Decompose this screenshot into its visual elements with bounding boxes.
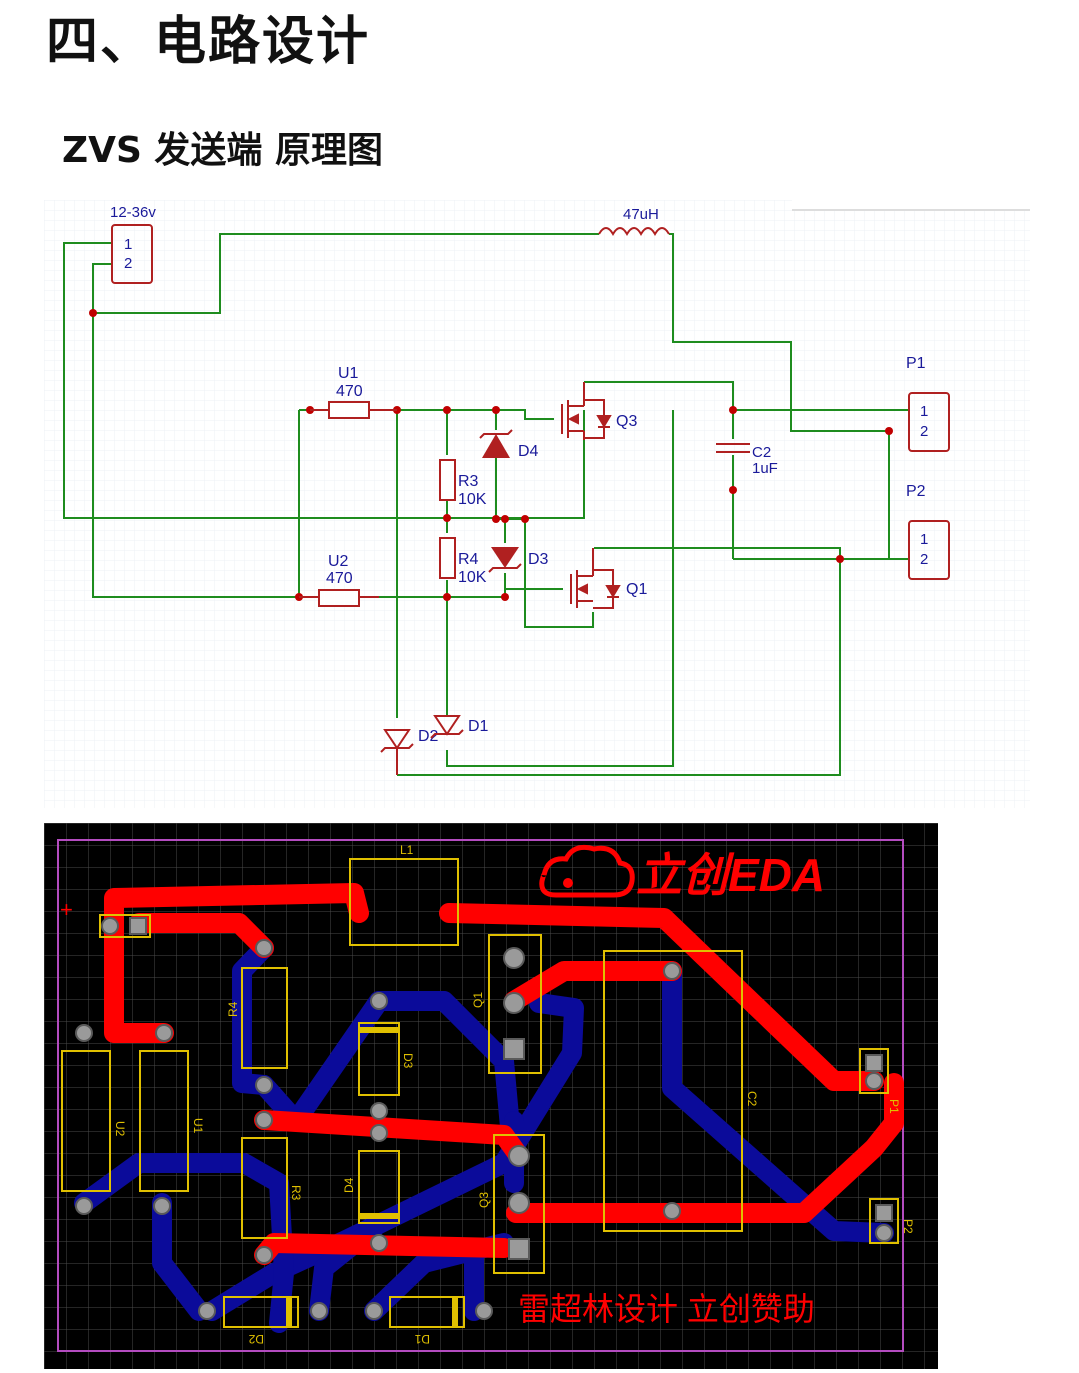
inductor-value: 47uH [623,206,659,223]
q3-label: Q3 [616,413,637,430]
pcb-layout: L1 Q1 D3 C2 P1 R4 U2 U1 R3 D4 Q3 P2 D2 D… [44,823,938,1369]
diode-d1: D1 [430,715,489,739]
silk-q3 [493,1134,545,1274]
mosfet-q1: Q1 [570,548,647,609]
silk-l1 [349,858,459,946]
silk-label-p2: P2 [901,1219,915,1234]
inductor-l1: 47uH [598,206,670,236]
silk-label-p1: P1 [887,1099,901,1114]
power-pin-1-label: 1 [124,236,132,253]
silk-label-c2: C2 [745,1091,759,1107]
silk-r4 [241,967,288,1069]
designer-credit: 雷超林设计 立创赞助 [518,1291,815,1327]
silk-q1 [488,934,542,1074]
power-connector: 12-36v 1 2 [110,204,156,284]
silk-d1 [389,1296,465,1328]
schematic-diagram: 12-36v 1 2 47uH U1 470 U2 470 R3 10K R4 … [44,200,1030,808]
zener-d4: D4 [479,429,539,460]
capacitor-c2: C2 1uF [716,443,778,477]
connector-p2: P2 1 2 [906,483,950,580]
silk-d3 [358,1022,400,1096]
p2-label: P2 [906,483,926,500]
pcb-pads [75,917,893,1320]
silk-u1 [139,1050,189,1192]
u2-value: 470 [326,570,353,587]
silk-label-u2: U2 [113,1121,127,1137]
silk-label-d1: D1 [414,1332,430,1346]
silk-label-r3: R3 [289,1185,303,1201]
d4-label: D4 [518,443,539,460]
silk-label-r4: R4 [226,1001,240,1017]
silkscreen [61,858,899,1328]
silk-c2 [603,950,743,1232]
silk-label-d4: D4 [342,1177,356,1193]
d3-label: D3 [528,551,549,568]
silk-power [99,914,151,938]
silk-label-u1: U1 [191,1118,205,1134]
p1-label: P1 [906,355,926,372]
silk-labels: L1 Q1 D3 C2 P1 R4 U2 U1 R3 D4 Q3 P2 D2 D… [113,843,915,1346]
schematic-junctions [89,309,893,601]
silk-p2 [869,1198,899,1244]
c2-value: 1uF [752,460,778,477]
p1-pin-2-label: 2 [920,423,928,440]
r3-name: R3 [458,473,479,490]
resistor-r4: R4 10K [439,537,487,586]
resistor-r3: R3 10K [439,459,487,508]
u1-value: 470 [336,383,363,400]
d2-label: D2 [418,728,439,745]
power-pin-2-label: 2 [124,255,132,272]
silk-label-q3: Q3 [477,1192,491,1208]
mosfet-q3: Q3 [561,382,637,440]
silk-d4 [358,1150,400,1224]
silk-label-d3: D3 [401,1053,415,1069]
r4-name: R4 [458,551,479,568]
d1-label: D1 [468,718,489,735]
u1-name: U1 [338,365,359,382]
silk-d2 [223,1296,299,1328]
page-heading: 四、电路设计 [46,12,371,72]
zener-d3: D3 [488,547,549,573]
eda-logo: 立创EDA [539,844,825,901]
resistor-u2: U2 470 [299,553,379,607]
connector-p1: P1 1 2 [906,355,950,452]
p2-pin-1-label: 1 [920,531,928,548]
diode-d2: D2 [380,728,439,775]
silk-p1 [859,1048,889,1094]
silk-label-l1: L1 [400,843,414,857]
silk-u2 [61,1050,111,1192]
p2-pin-2-label: 2 [920,551,928,568]
logo-text: 立创EDA [636,849,825,901]
c2-name: C2 [752,444,771,461]
power-label: 12-36v [110,204,156,221]
r4-value: 10K [458,569,487,586]
u2-name: U2 [328,553,349,570]
schematic-grid [44,200,1030,808]
silk-label-q1: Q1 [471,992,485,1008]
p1-pin-1-label: 1 [920,403,928,420]
q1-label: Q1 [626,581,647,598]
polarity-plus-mark: + [60,897,73,922]
r3-value: 10K [458,491,487,508]
silk-r3 [241,1137,288,1239]
silk-label-d2: D2 [248,1332,264,1346]
section-subheading: ZVS 发送端 原理图 [62,130,383,171]
resistor-u1: U1 470 [310,365,397,419]
